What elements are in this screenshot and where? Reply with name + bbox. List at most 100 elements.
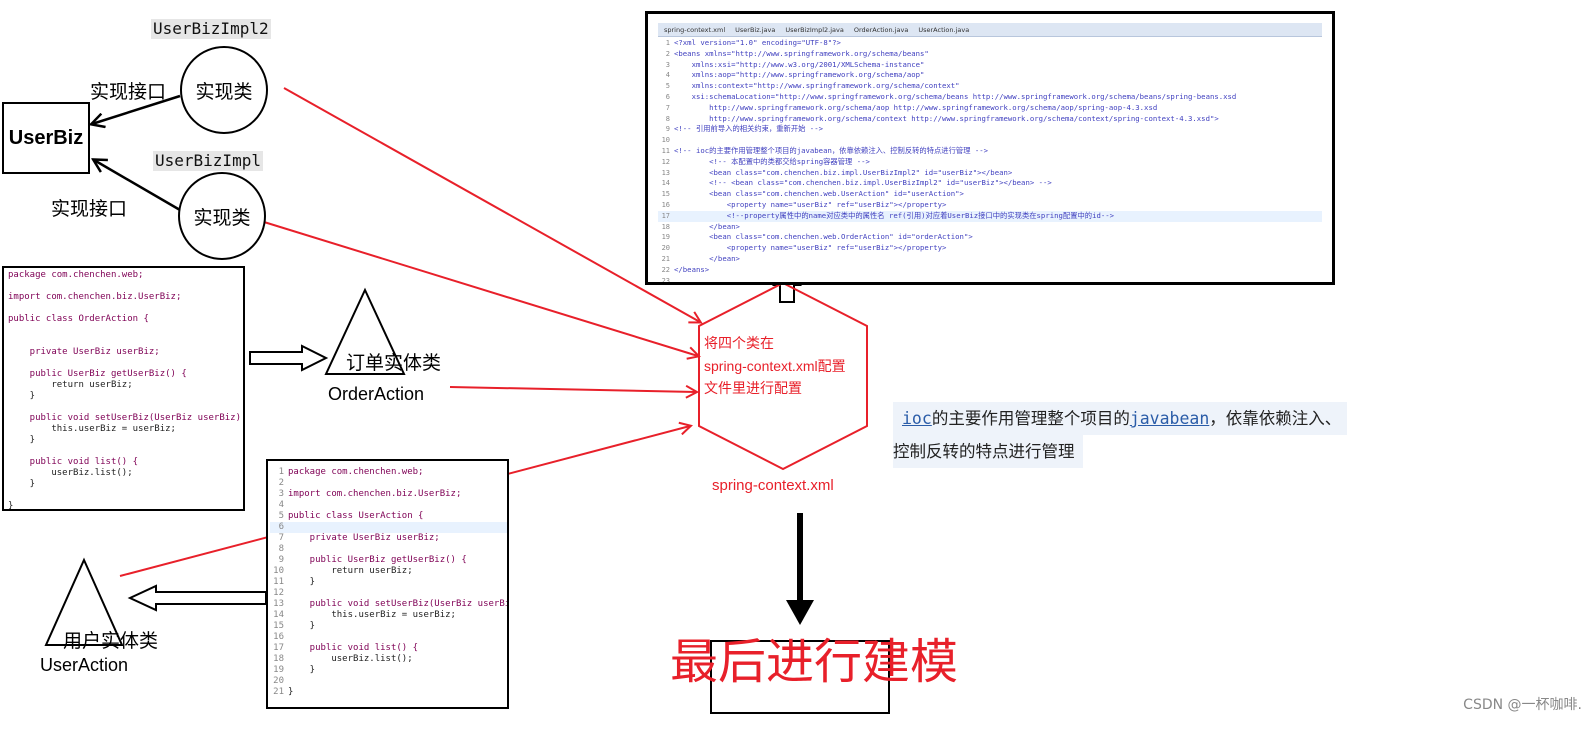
xml-code-area: 1 <?xml version="1.0" encoding="UTF-8"?> 2… <box>658 38 1322 282</box>
line-number: 8 <box>278 544 284 554</box>
order-code-line: } <box>8 479 243 490</box>
line-number: 11 <box>273 577 284 587</box>
hexagon-text-line-2: spring-context.xml配置 <box>704 357 846 374</box>
impl-code-label: UserBizImpl <box>153 151 263 171</box>
code-text: this.userBiz = userBiz; <box>8 424 176 434</box>
code-text: <bean class="com.chenchen.biz.impl.UserB… <box>674 167 1013 177</box>
final-modeling-box <box>710 640 890 714</box>
order-code-line: } <box>8 435 243 446</box>
code-text: private UserBiz userBiz; <box>8 347 160 357</box>
code-text: } <box>288 665 316 675</box>
impl-relation-label: 实现接口 <box>51 198 128 220</box>
line-number: 4 <box>665 71 670 80</box>
line-number: 7 <box>278 533 284 543</box>
code-text: <bean class="com.chenchen.web.UserAction… <box>674 189 964 199</box>
code-text: xsi:schemaLocation="http://www.springfra… <box>674 91 1237 101</box>
code-text <box>8 336 13 346</box>
code-text: } <box>8 391 36 401</box>
line-number: 22 <box>661 265 670 274</box>
code-text: return userBiz; <box>8 380 133 390</box>
line-number: 1 <box>665 39 670 47</box>
xml-code-line: 22</beans> <box>658 265 1322 276</box>
xml-code-line: 20 <property name="userBiz" ref="userBiz… <box>658 243 1322 254</box>
line-number: 10 <box>273 566 284 576</box>
user-code-line: 4 <box>270 500 507 511</box>
code-text: http://www.springframework.org/schema/co… <box>674 113 1219 123</box>
xml-code-line: 14 <!-- <bean class="com.chenchen.biz.im… <box>658 178 1322 189</box>
user-code-line: 2 <box>270 478 507 489</box>
xml-code-line: 7 http://www.springframework.org/schema/… <box>658 103 1322 114</box>
order-code-line: public void list() { <box>8 457 243 468</box>
line-number: 17 <box>273 643 284 653</box>
code-text <box>8 281 13 291</box>
code-text: } <box>8 435 36 445</box>
code-text <box>288 478 293 488</box>
code-text: xmlns:context="http://www.springframewor… <box>674 81 960 91</box>
line-number: 13 <box>273 599 284 609</box>
ioc-term: ioc <box>902 409 932 428</box>
order-code-line <box>8 490 243 501</box>
line-number: 5 <box>278 511 284 521</box>
user-code-line: 20 <box>270 676 507 687</box>
code-text: return userBiz; <box>288 566 413 576</box>
editor-tab[interactable]: spring-context.xml <box>664 25 726 34</box>
editor-tab[interactable]: UserAction.java <box>918 25 970 34</box>
user-triangle <box>44 557 124 646</box>
xml-code-line: 19 <bean class="com.chenchen.web.OrderAc… <box>658 232 1322 243</box>
user-code-line: 7 private UserBiz userBiz; <box>270 533 507 544</box>
code-text <box>8 303 13 313</box>
xml-code-line: 11<!-- ioc的主要作用管理整个项目的javabean，依靠依赖注入、控制… <box>658 146 1322 157</box>
code-text <box>8 325 13 335</box>
line-number: 12 <box>273 588 284 598</box>
user-entity-label: 用户实体类 <box>63 630 159 652</box>
line-number: 11 <box>661 146 670 155</box>
user-code-line: 9 public UserBiz getUserBiz() { <box>270 555 507 566</box>
code-text: userBiz.list(); <box>8 468 133 478</box>
impl-circle: 实现类 <box>178 172 266 260</box>
line-number: 18 <box>661 222 670 231</box>
line-number: 19 <box>661 233 670 242</box>
editor-tab[interactable]: UserBizImpl2.java <box>785 25 844 34</box>
line-number: 10 <box>661 136 670 145</box>
impl2-relation-label: 实现接口 <box>90 81 167 103</box>
code-text: <!-- <bean class="com.chenchen.biz.impl.… <box>674 178 1052 188</box>
line-number: 1 <box>278 467 284 477</box>
code-text <box>288 500 293 510</box>
code-text: this.userBiz = userBiz; <box>288 610 456 620</box>
editor-tab-bar: spring-context.xml UserBiz.java UserBizImp… <box>658 23 1322 37</box>
order-code-line <box>8 358 243 369</box>
user-code-line: 15 } <box>270 621 507 632</box>
ioc-note-text-a: 的主要作用管理整个项目的 <box>931 409 1130 428</box>
xml-code-line: 16 <property name="userBiz" ref="userBiz… <box>658 200 1322 211</box>
implements-arrow-top <box>92 94 181 124</box>
code-text <box>288 544 293 554</box>
impl2-code-label: UserBizImpl2 <box>151 19 271 39</box>
down-arrow-head <box>786 600 814 625</box>
editor-tab[interactable]: OrderAction.java <box>853 25 909 34</box>
red-arrow-impl <box>263 221 698 356</box>
line-number: 3 <box>278 489 284 499</box>
code-text: <!-- 本配置中的类都交给spring容器管理 --> <box>674 156 870 166</box>
line-number: 15 <box>661 190 670 199</box>
order-code-line: } <box>8 391 243 402</box>
code-text: userBiz.list(); <box>288 654 413 664</box>
code-text: public void setUserBiz(UserBiz userBiz) … <box>8 413 245 423</box>
line-number: 14 <box>661 179 670 188</box>
code-text <box>8 490 13 500</box>
code-text <box>674 276 678 282</box>
line-number: 8 <box>665 114 670 123</box>
editor-tab[interactable]: UserBiz.java <box>735 25 776 34</box>
code-text: public void setUserBiz(UserBiz userBiz) … <box>288 599 509 609</box>
code-text: } <box>8 479 36 489</box>
line-number: 17 <box>661 211 670 220</box>
code-text: public UserBiz getUserBiz() { <box>8 369 187 379</box>
user-code-line: 13 public void setUserBiz(UserBiz userBi… <box>270 599 507 610</box>
code-text: } <box>288 687 294 697</box>
line-number: 12 <box>661 157 670 166</box>
ioc-note: ioc的主要作用管理整个项目的javabean，依靠依赖注入、 控制反转的特点进… <box>893 402 1348 468</box>
code-text: <?xml version="1.0" encoding="UTF-8"?> <box>674 38 841 47</box>
line-number: 3 <box>665 60 670 69</box>
xml-code-line: 12 <!-- 本配置中的类都交给spring容器管理 --> <box>658 157 1322 168</box>
